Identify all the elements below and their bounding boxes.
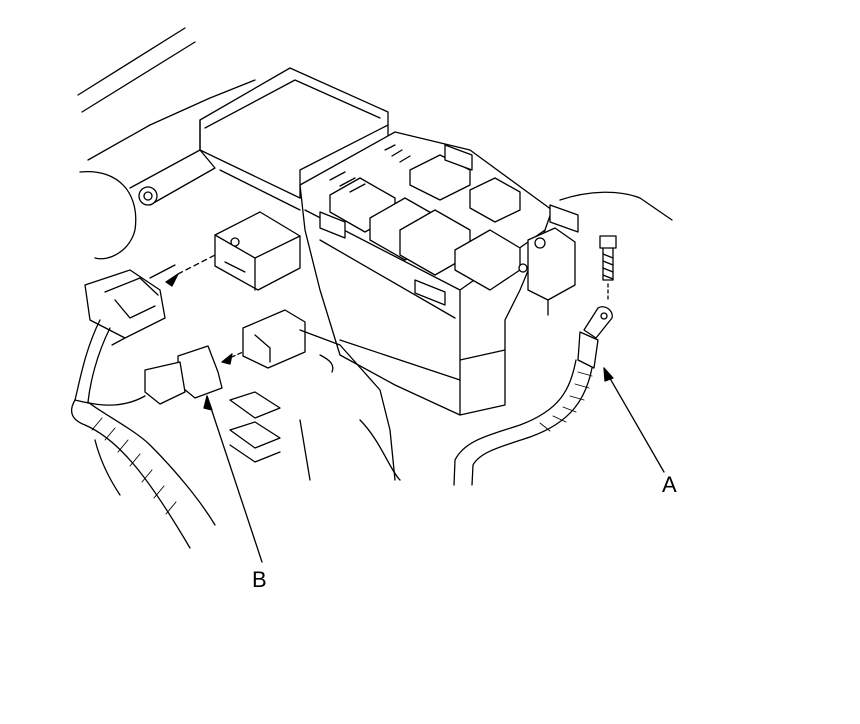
callout-arrow-b (203, 395, 213, 411)
callout-line-b (206, 395, 263, 563)
engine-bay-outline (77, 27, 673, 260)
harness-connector (84, 254, 216, 346)
upper-connector (214, 211, 301, 291)
callout-line-a (603, 367, 665, 473)
lower-structure (229, 329, 401, 481)
lower-connector-pair (144, 309, 306, 405)
callout-arrow-a (603, 367, 614, 382)
callout-label-b: B (252, 567, 267, 592)
ground-bolt (599, 235, 617, 301)
wire-harness (71, 319, 216, 549)
fuse-box (199, 67, 579, 416)
ground-cable (453, 306, 613, 486)
callout-label-a: A (662, 472, 677, 497)
